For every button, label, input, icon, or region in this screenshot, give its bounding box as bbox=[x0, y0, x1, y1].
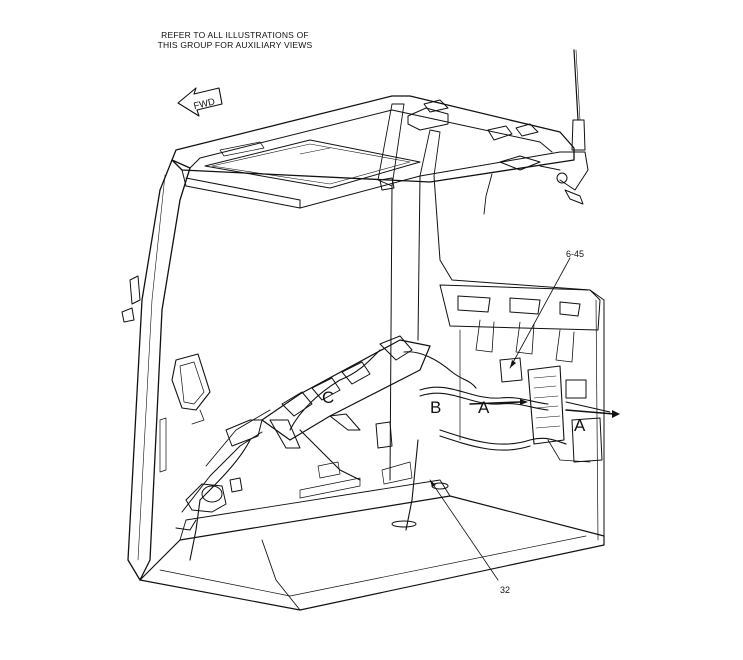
view-label-a-lower: A bbox=[574, 416, 586, 435]
view-label-b: B bbox=[430, 398, 442, 417]
view-label-a-upper: A bbox=[478, 398, 490, 417]
forward-arrow-icon: FWD bbox=[177, 87, 223, 117]
front-pillar bbox=[121, 159, 191, 581]
left-console bbox=[175, 335, 431, 531]
wiring-harness bbox=[189, 349, 567, 561]
antenna bbox=[556, 49, 589, 205]
left-connector-bracket bbox=[185, 477, 243, 513]
rear-panel bbox=[439, 284, 601, 541]
rear-view-mirror bbox=[171, 353, 211, 425]
note-line-2: THIS GROUP FOR AUXILIARY VIEWS bbox=[157, 40, 313, 50]
fwd-label: FWD bbox=[193, 96, 217, 112]
callout-6-45-leader bbox=[509, 257, 571, 369]
callout-32-leader bbox=[429, 479, 499, 581]
view-a-upper-arrow bbox=[469, 399, 528, 405]
callout-32: 32 bbox=[500, 585, 511, 595]
callout-6-45: 6-45 bbox=[566, 249, 585, 259]
note-line-1: REFER TO ALL ILLUSTRATIONS OF bbox=[161, 30, 309, 40]
view-label-c: C bbox=[322, 388, 335, 407]
cab-roof bbox=[171, 95, 575, 215]
cab-floor bbox=[139, 461, 605, 611]
view-a-lower-arrow bbox=[565, 409, 620, 418]
electronic-control-module bbox=[499, 357, 611, 463]
auxiliary-views-note: REFER TO ALL ILLUSTRATIONS OF THIS GROUP… bbox=[140, 30, 330, 50]
